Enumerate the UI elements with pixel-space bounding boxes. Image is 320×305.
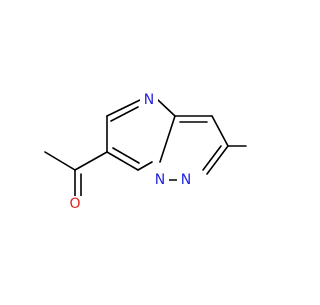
molecule-structure: N N N O bbox=[44, 92, 247, 214]
bond-n4-c5-inner bbox=[110, 106, 139, 122]
bond-c6-c7 bbox=[106, 151, 139, 171]
bond-c6-c7-inner bbox=[112, 147, 140, 164]
bond-c6-acyl bbox=[74, 151, 108, 171]
bond-n4-c5 bbox=[106, 99, 141, 117]
atom-n1: N bbox=[181, 172, 191, 188]
molecule-canvas: N N N O bbox=[44, 92, 247, 214]
bond-c2-c3 bbox=[211, 115, 229, 147]
atom-n7a: N bbox=[155, 172, 165, 188]
bond-c3a-n4 bbox=[157, 99, 176, 117]
bond-c2-n1 bbox=[206, 145, 229, 175]
bond-c2-n1-inner bbox=[202, 145, 222, 171]
bond-acyl-methyl bbox=[44, 151, 76, 171]
atom-n4: N bbox=[144, 92, 154, 108]
bond-c3a-n7a bbox=[159, 115, 176, 163]
bond-c7-n7a bbox=[137, 161, 153, 171]
atom-o: O bbox=[69, 196, 80, 212]
